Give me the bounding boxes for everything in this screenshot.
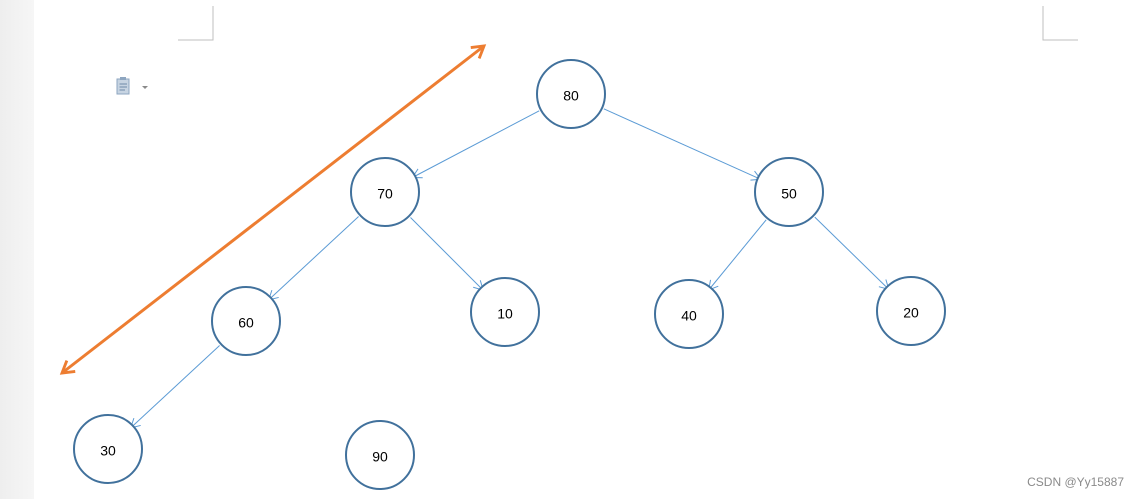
tree-node: 70 [350,157,420,227]
edge-n70-n60 [267,216,359,301]
node-circle [350,157,420,227]
node-label: 40 [681,308,697,324]
node-label: 90 [372,449,388,465]
node-label: 10 [497,306,513,322]
paste-options-widget[interactable] [116,77,148,95]
node-circle [876,276,946,346]
clipboard-icon[interactable] [116,77,130,95]
tree-node: 40 [654,279,724,349]
node-label: 20 [903,305,919,321]
edge-n50-n40 [708,219,767,291]
nodes: 80 70 50 60 10 40 20 30 90 [73,59,946,490]
orange-double-arrow [62,46,484,373]
tree-node: 10 [470,277,540,347]
node-circle [345,420,415,490]
edge-n80-n50 [603,108,762,181]
node-circle [73,414,143,484]
left-gutter [0,0,34,499]
tree-node: 90 [345,420,415,490]
page-corner-marks [178,6,1078,41]
edge-n50-n20 [814,216,890,291]
watermark-text: CSDN @Yy15887 [1027,475,1124,489]
edges [129,108,890,429]
node-circle [211,286,281,356]
tree-node: 30 [73,414,143,484]
chevron-down-icon[interactable] [142,86,148,89]
node-label: 80 [563,88,579,104]
tree-node: 20 [876,276,946,346]
crop-mark-top-right [1042,6,1078,41]
edge-n80-n70 [411,110,540,179]
tree-node: 60 [211,286,281,356]
node-circle [654,279,724,349]
node-label: 30 [100,443,116,459]
crop-mark-top-left [178,6,214,41]
node-circle [754,157,824,227]
edge-n60-n30 [129,345,220,429]
tree-node: 50 [754,157,824,227]
node-label: 70 [377,186,393,202]
node-label: 60 [238,315,254,331]
edge-n70-n10 [410,217,484,291]
node-circle [536,59,606,129]
node-label: 50 [781,186,797,202]
node-circle [470,277,540,347]
tree-node: 80 [536,59,606,129]
